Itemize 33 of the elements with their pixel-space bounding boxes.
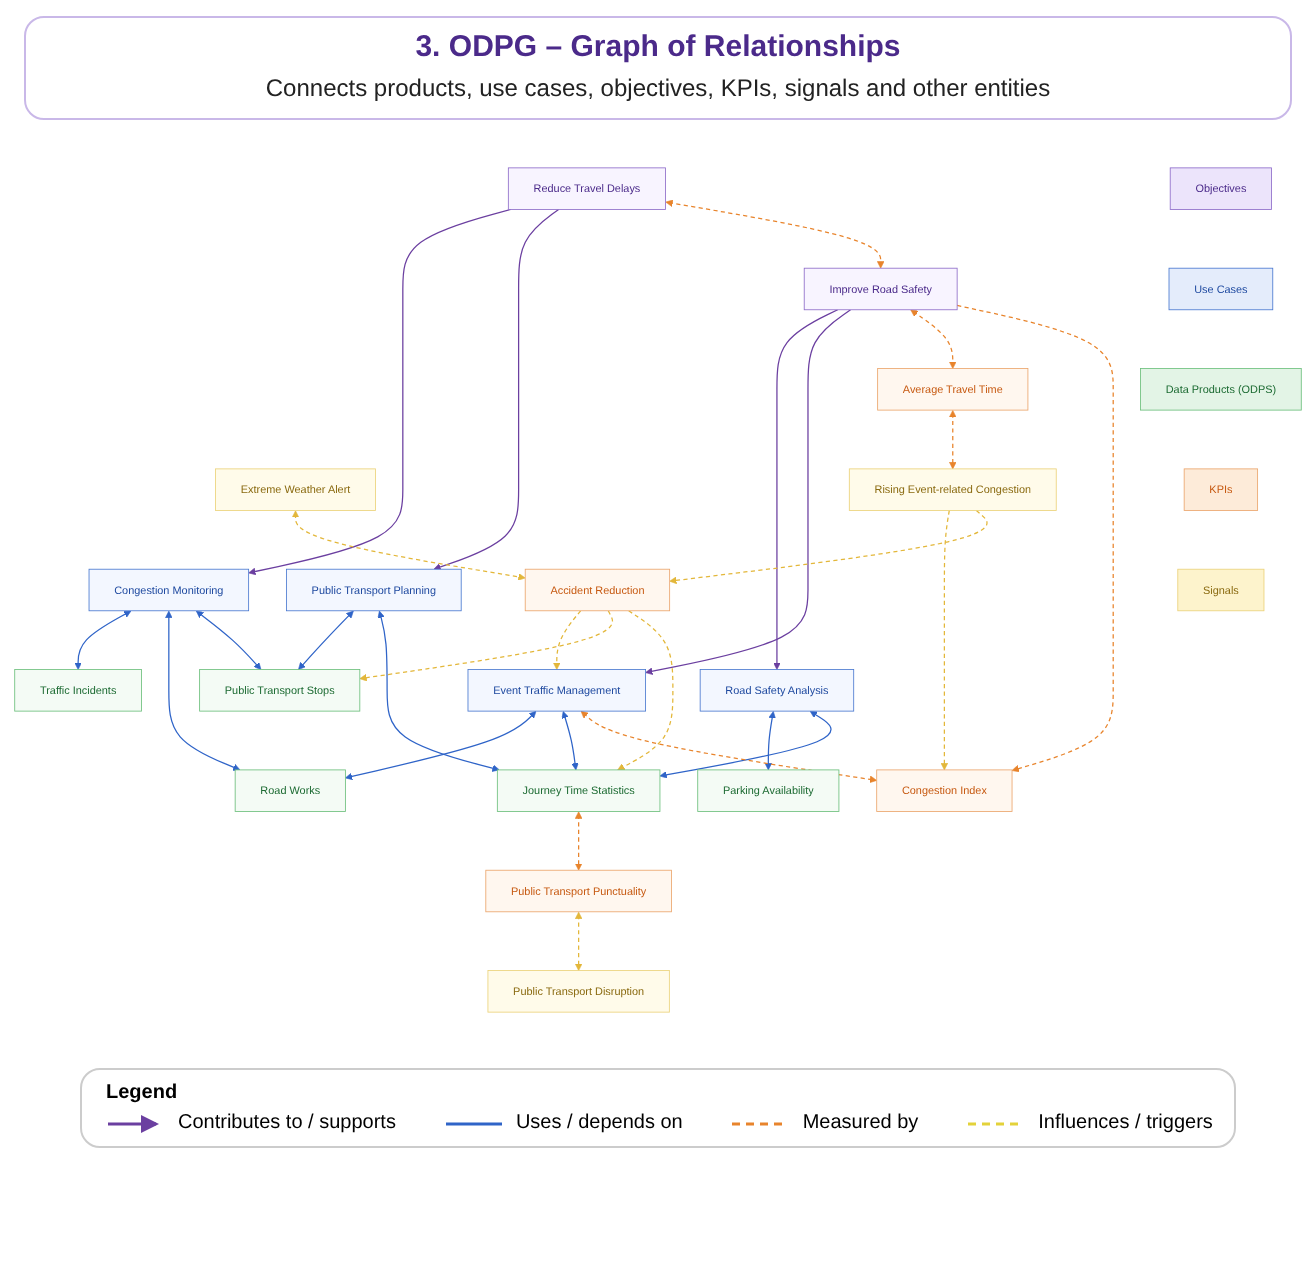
arrow <box>645 309 852 675</box>
arrow <box>248 208 512 576</box>
title: 3. ODPG – Graph of Relationships <box>415 30 901 64</box>
arrow <box>561 711 579 771</box>
legend-title: Legend <box>106 1082 178 1104</box>
arrow <box>574 911 583 971</box>
arrow <box>669 509 988 585</box>
subtitle: Connects products, use cases, objectives, KPIs, signals and other entities <box>265 74 1051 102</box>
legend-label: Influences / triggers <box>1038 1112 1213 1134</box>
arrow <box>574 811 583 871</box>
legend-label: Uses / depends on <box>515 1112 683 1134</box>
arrow <box>580 711 878 783</box>
arrow <box>949 410 957 470</box>
arrow <box>665 199 885 269</box>
arrow <box>659 710 832 779</box>
arrow <box>764 711 776 771</box>
arrow <box>345 711 537 780</box>
arrow <box>553 610 582 670</box>
arrow <box>377 610 500 772</box>
arrow <box>165 610 241 771</box>
arrow <box>773 309 839 670</box>
arrow <box>359 610 614 682</box>
arrow <box>291 510 526 581</box>
legend-label: Contributes to / supports <box>178 1112 396 1134</box>
arrow <box>956 304 1114 773</box>
arrow <box>940 509 950 771</box>
arrow <box>433 208 560 571</box>
arrow <box>195 610 262 670</box>
arrow <box>74 610 132 670</box>
arrow <box>617 610 674 771</box>
arrow <box>910 309 957 369</box>
arrow <box>298 610 354 670</box>
legend-label: Measured by <box>802 1112 919 1134</box>
